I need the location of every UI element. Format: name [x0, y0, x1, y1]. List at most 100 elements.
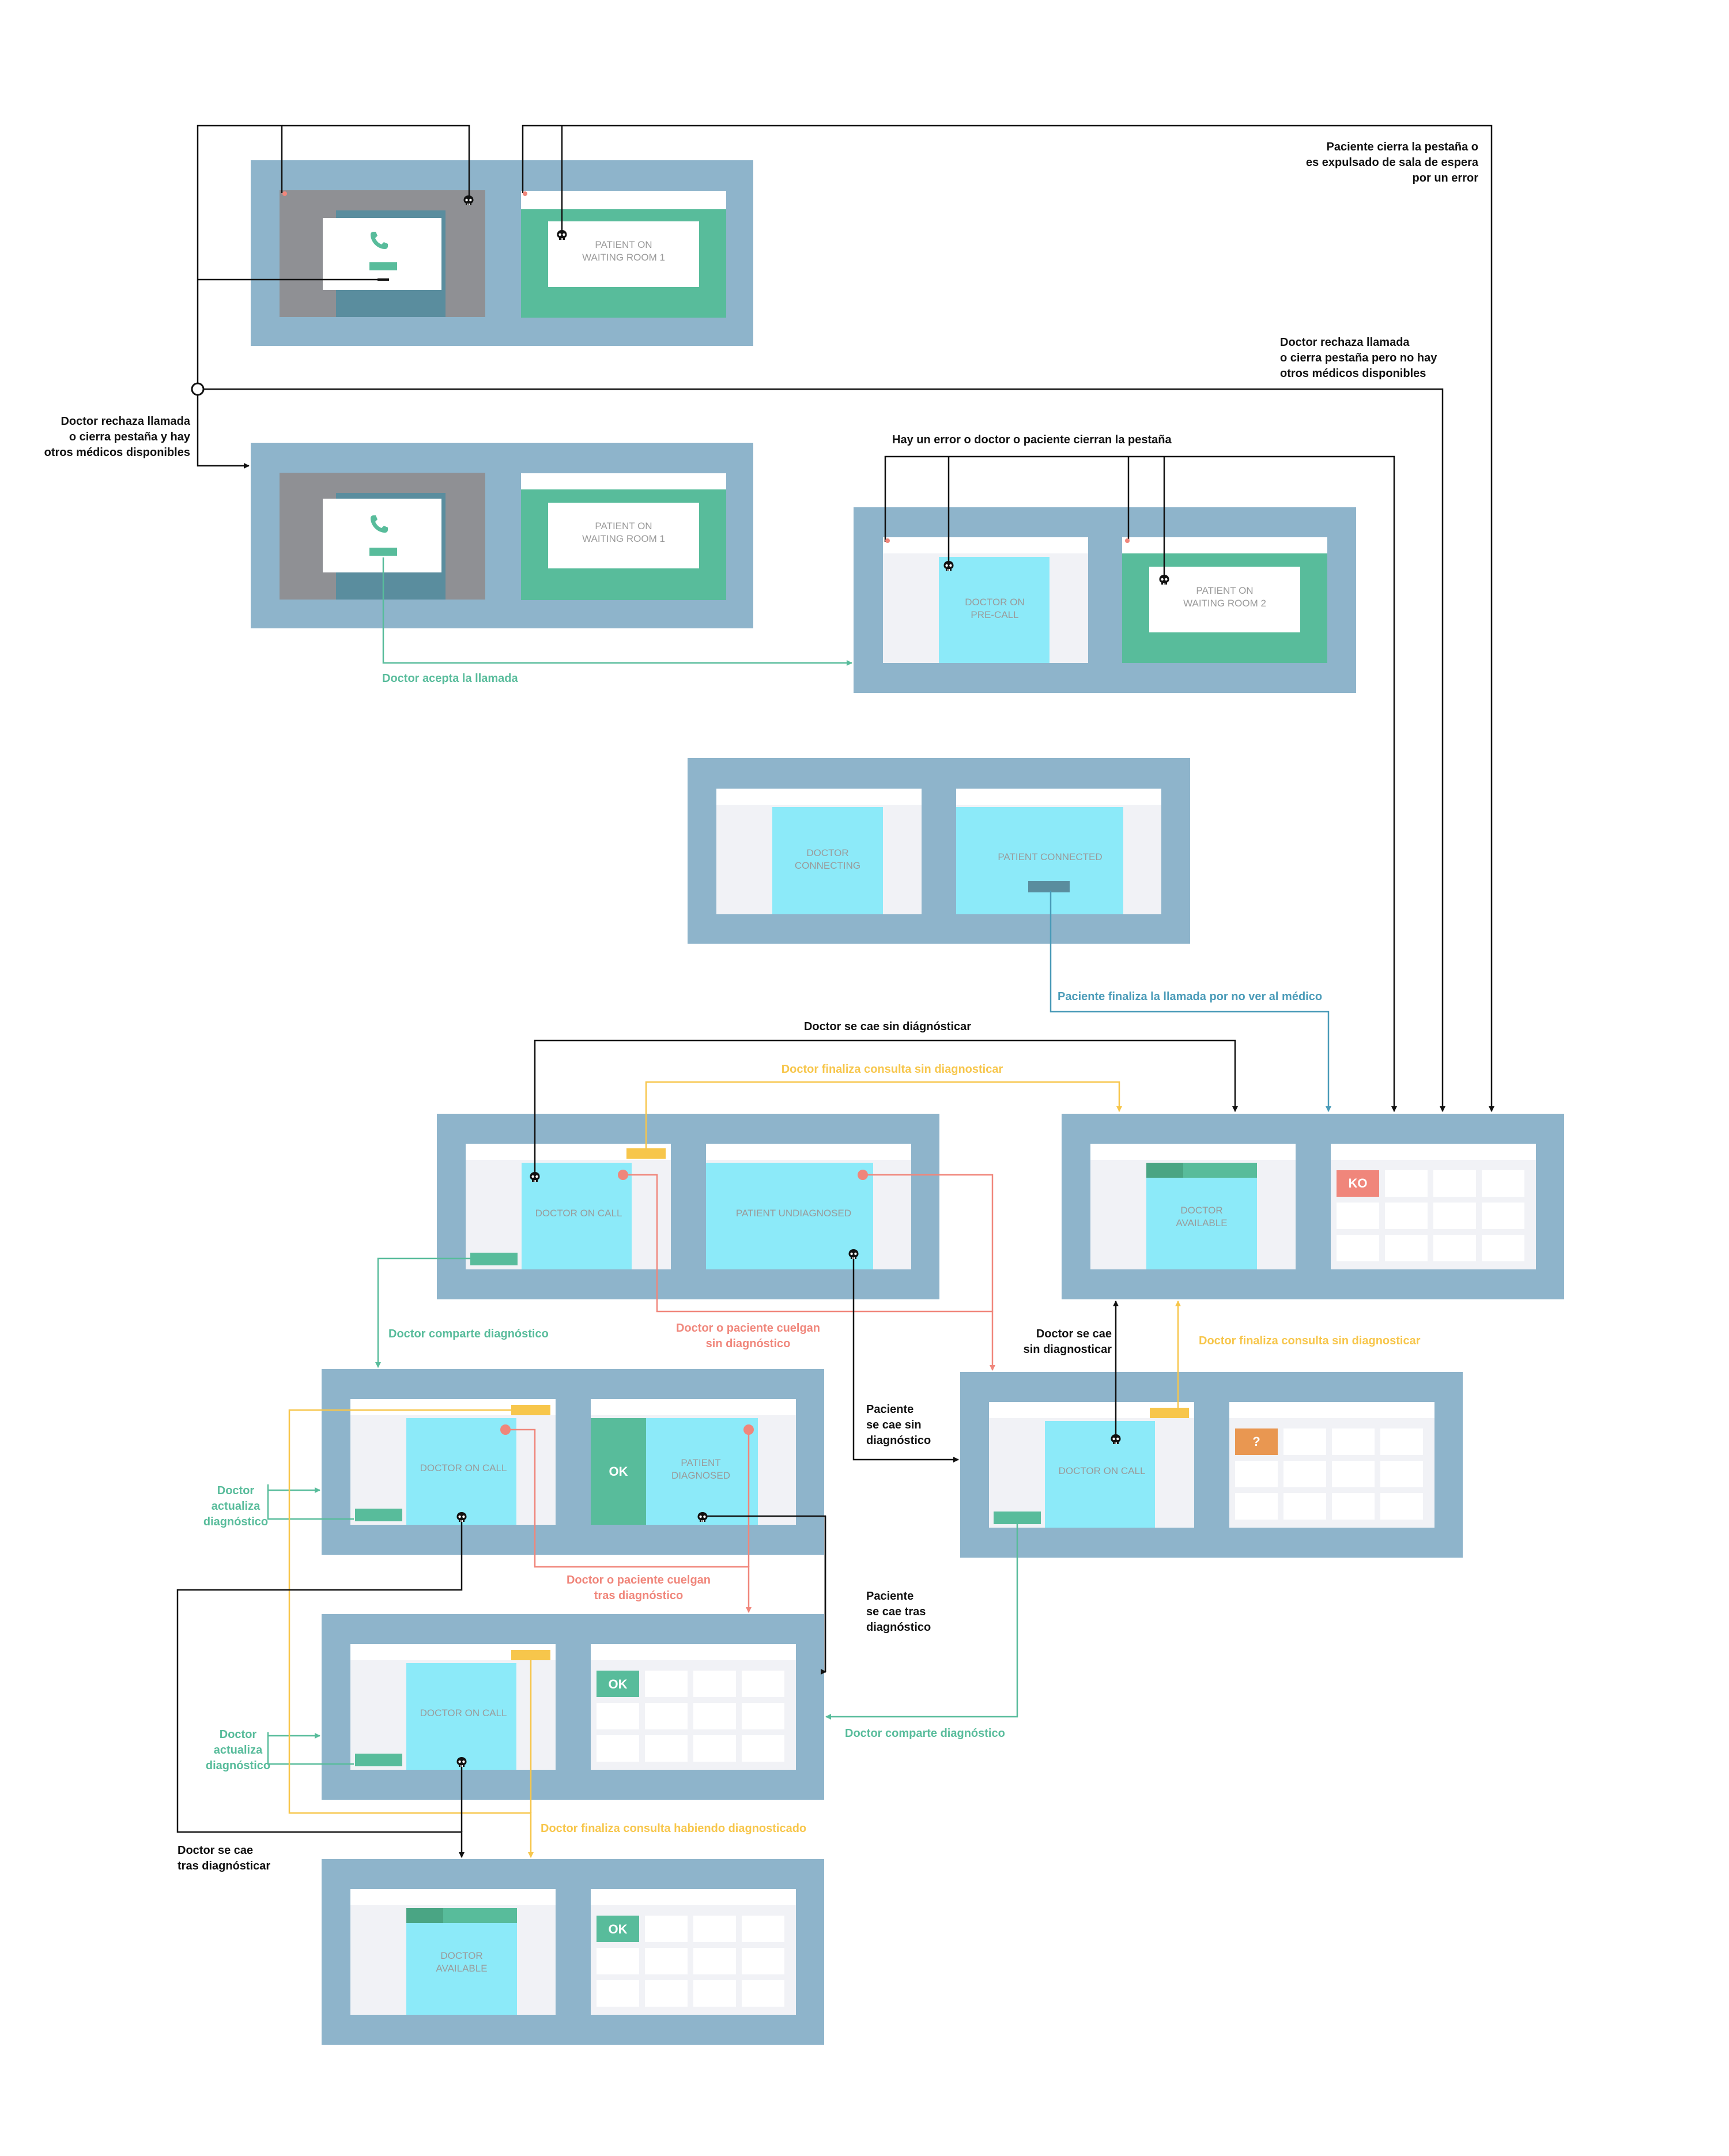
ok-label-c: OK: [609, 1922, 628, 1936]
note-doctor-drops-undiagnosed: Doctor se cae sin diágnósticar: [804, 1020, 971, 1033]
grid-cell: [597, 1703, 639, 1729]
accept-call-button[interactable]: [369, 548, 397, 556]
frame-f9: DOCTOR ON CALL OK: [322, 1614, 824, 1800]
pending-cell: [1235, 1428, 1278, 1455]
ok-label-b: OK: [609, 1677, 628, 1691]
grid-cell: [645, 1916, 688, 1942]
grid-cell: [1380, 1428, 1423, 1455]
grid-cell: [693, 1948, 736, 1974]
hangup-dots: [282, 191, 1130, 1435]
grid-cell: [1385, 1235, 1428, 1261]
screen-label-doctor-on-call-c: DOCTOR ON CALL: [1059, 1465, 1146, 1476]
update-diagnosis-button[interactable]: [355, 1754, 402, 1766]
grid-cell: [1337, 1235, 1379, 1261]
note-patient-ends-no-doctor: Paciente finaliza la llamada por no ver …: [1058, 990, 1322, 1003]
phone-icon: [371, 515, 388, 533]
grid-cell: [1332, 1428, 1375, 1455]
grid-cell: [1235, 1461, 1278, 1487]
screen-label-doctor-on-call-a: DOCTOR ON CALL: [535, 1208, 622, 1219]
frame-f5: DOCTOR ON CALL PATIENT UNDIAGNOSED: [437, 1114, 939, 1299]
ok-cell: [597, 1671, 639, 1697]
grid-cell: [742, 1916, 784, 1942]
frame-f8: DOCTOR ON CALL ?: [960, 1372, 1463, 1558]
connectors: [176, 125, 1494, 1858]
grid-cell: [597, 1735, 639, 1762]
grid-cell: [645, 1980, 688, 2007]
grid-cell: [1283, 1461, 1326, 1487]
update-diagnosis-button[interactable]: [355, 1509, 402, 1521]
grid-cell: [742, 1948, 784, 1974]
phone-icon: [371, 232, 388, 249]
grid-cell: [742, 1735, 784, 1762]
ok-cell: [597, 1916, 639, 1942]
grid-cell: [1433, 1170, 1476, 1197]
grid-cell: [693, 1916, 736, 1942]
grid-cell: [1385, 1170, 1428, 1197]
screen-label-patient-connected: PATIENT CONNECTED: [998, 851, 1102, 862]
grid-cell: [645, 1671, 688, 1697]
note-doctor-ends-undiagnosed-right: Doctor finaliza consulta sin diagnostica…: [1199, 1335, 1421, 1347]
grid-c: [597, 1671, 784, 1762]
grid-cell: [645, 1948, 688, 1974]
grid-cell: [597, 1948, 639, 1974]
end-consult-button[interactable]: [626, 1148, 666, 1159]
note-doctor-ends-undiagnosed-top: Doctor finaliza consulta sin diagnostica…: [782, 1063, 1003, 1076]
share-diagnosis-button[interactable]: [994, 1512, 1041, 1524]
screen-label-doctor-on-call-b: DOCTOR ON CALL: [420, 1463, 507, 1473]
grid-cell: [742, 1671, 784, 1697]
grid-cell: [693, 1735, 736, 1762]
grid-cell: [1337, 1203, 1379, 1229]
grid-cell: [693, 1980, 736, 2007]
grid-cell: [1235, 1493, 1278, 1520]
note-doctor-accepts: Doctor acepta la llamada: [382, 672, 519, 685]
grid-cell: [1380, 1493, 1423, 1520]
grid-cell: [693, 1671, 736, 1697]
end-call-button[interactable]: [1028, 881, 1070, 892]
grid-cell: [645, 1735, 688, 1762]
grid-cell: [1482, 1170, 1524, 1197]
accept-call-button[interactable]: [369, 262, 397, 270]
ok-label-a: OK: [609, 1464, 628, 1479]
note-doctor-shares-diagnosis-a: Doctor comparte diagnóstico: [388, 1328, 549, 1340]
grid-cell: [1433, 1203, 1476, 1229]
question-label: ?: [1252, 1434, 1260, 1449]
grid-cell: [742, 1980, 784, 2007]
screen-label-doctor-on-call-d: DOCTOR ON CALL: [420, 1708, 507, 1718]
grid-cell: [1380, 1461, 1423, 1487]
screen-label-patient-undiagnosed: PATIENT UNDIAGNOSED: [736, 1208, 851, 1219]
grid-cell: [693, 1703, 736, 1729]
grid-cell: [1332, 1493, 1375, 1520]
incoming-call-card: [323, 218, 441, 290]
end-consult-button[interactable]: [1150, 1408, 1189, 1418]
note-error-or-close: Hay un error o doctor o paciente cierran…: [892, 434, 1172, 446]
grid-cell: [1482, 1203, 1524, 1229]
ko-label: KO: [1349, 1176, 1368, 1190]
grid-cell: [645, 1703, 688, 1729]
grid-b: [1235, 1428, 1423, 1520]
waiting-room-card: [548, 221, 699, 287]
